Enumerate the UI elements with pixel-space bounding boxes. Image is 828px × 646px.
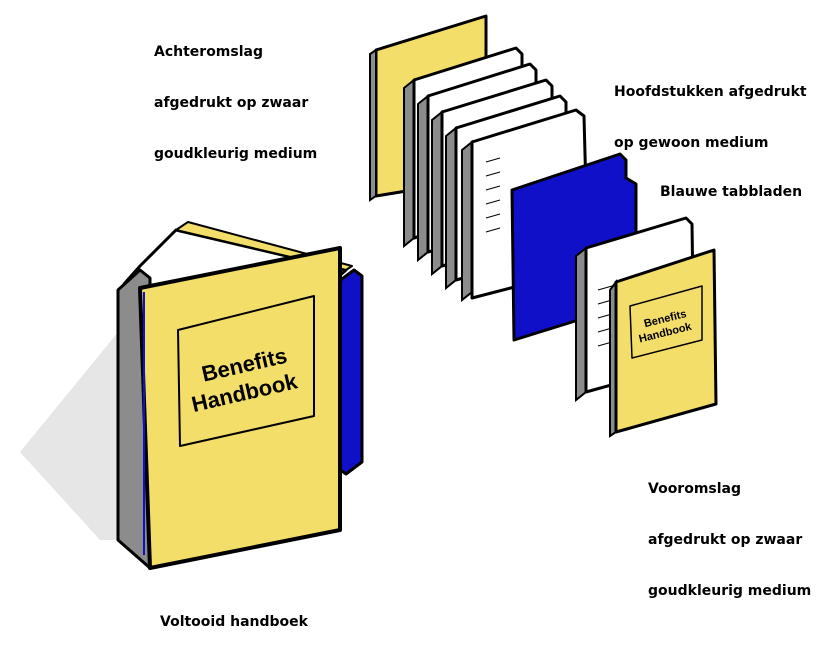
label-chapters: Hoofdstukken afgedrukt op gewoon medium [614, 50, 807, 169]
finished-handbook: Benefits Handbook [20, 221, 364, 570]
label-finished-line1: Voltooid handboek [160, 614, 308, 630]
label-tabs-line1: Blauwe tabbladen [660, 184, 803, 200]
diagram-canvas: Benefits Handbook [20, 10, 811, 630]
label-back-cover-line3: goudkleurig medium [154, 146, 318, 162]
label-back-cover-line1: Achteromslag [154, 44, 263, 60]
chapter-text-lines [485, 157, 501, 233]
label-back-cover: Achteromslag afgedrukt op zwaar goudkleu… [154, 10, 317, 180]
label-front-cover-line2: afgedrukt op zwaar [648, 532, 803, 548]
label-finished-handbook: Voltooid handboek [160, 582, 308, 646]
handbook-assembly-diagram: Benefits Handbook [20, 14, 718, 570]
label-chapters-line2: op gewoon medium [614, 135, 769, 151]
handbook-cover-frame [177, 295, 315, 447]
exploded-view: Benefits Handbook [369, 14, 718, 438]
label-front-cover-line3: goudkleurig medium [648, 583, 812, 599]
label-front-cover-line1: Vooromslag [648, 481, 742, 497]
label-back-cover-line2: afgedrukt op zwaar [154, 95, 309, 111]
front-cover-label-frame [629, 285, 703, 359]
label-chapters-line1: Hoofdstukken afgedrukt [614, 84, 807, 100]
label-front-cover: Vooromslag afgedrukt op zwaar goudkleuri… [648, 447, 811, 617]
label-tabs: Blauwe tabbladen [660, 150, 802, 218]
handbook-shadow [20, 320, 128, 540]
front-cover-sheet: Benefits Handbook [609, 248, 718, 438]
